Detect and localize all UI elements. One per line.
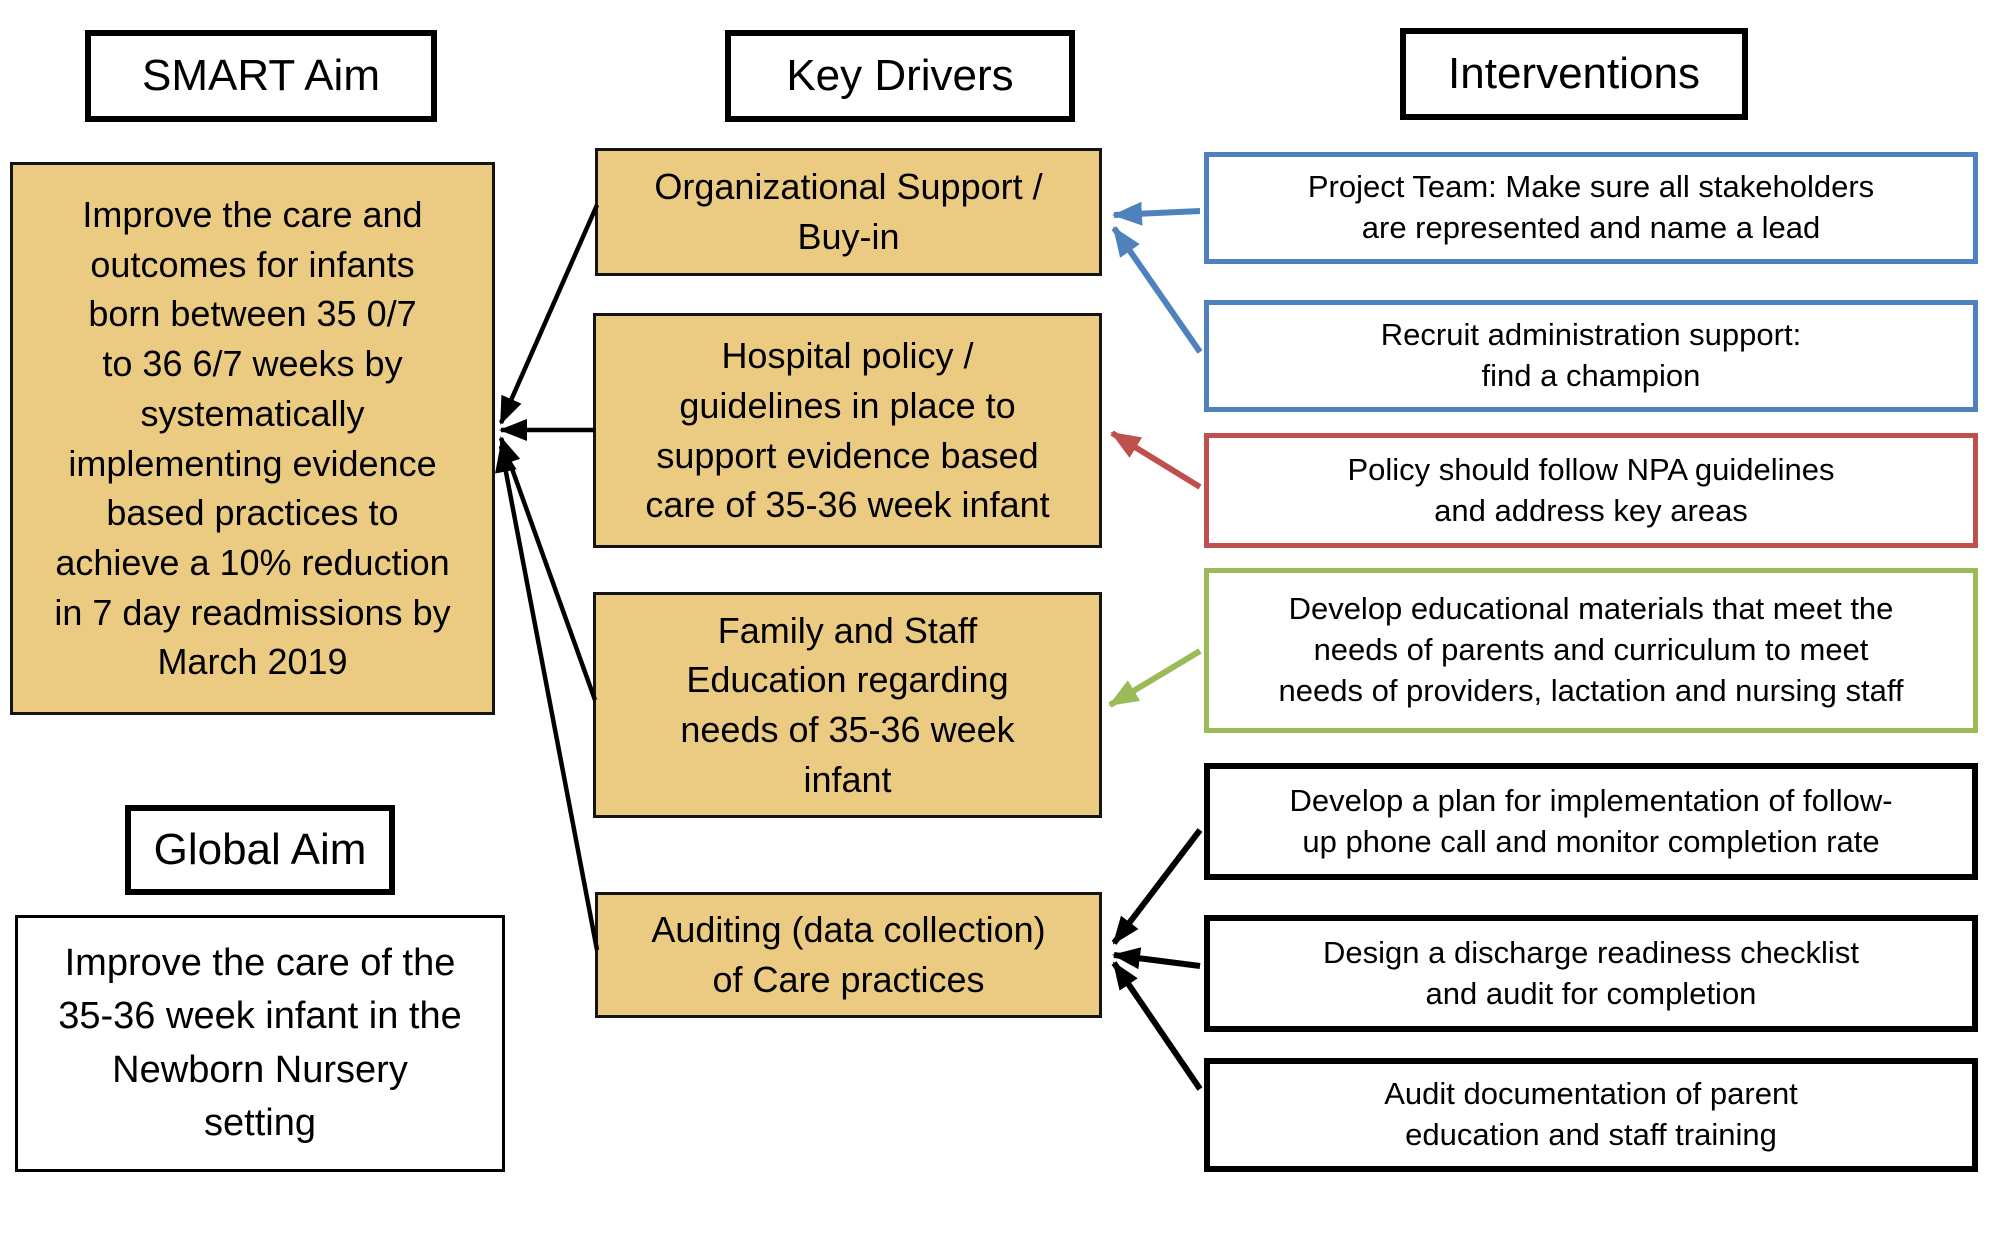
arrow-recruit-admin-to-driver1 [1111, 226, 1203, 354]
arrow-policy-npa-to-driver2 [1110, 430, 1202, 490]
arrow-educational-materials-to-driver3 [1108, 648, 1202, 708]
global-aim-header: Global Aim [125, 805, 395, 895]
intervention-policy-npa: Policy should follow NPA guidelines and … [1204, 433, 1978, 548]
driver-auditing: Auditing (data collection) of Care pract… [595, 892, 1102, 1018]
interventions-header: Interventions [1400, 28, 1748, 120]
arrow-discharge-checklist-to-driver4 [1112, 947, 1201, 970]
arrow-driver3-to-aim [498, 436, 598, 701]
arrow-audit-documentation-to-driver4 [1111, 961, 1203, 1091]
intervention-educational-materials: Develop educational materials that meet … [1204, 568, 1978, 733]
arrow-driver4-to-aim [495, 444, 600, 951]
key-drivers-header: Key Drivers [725, 30, 1075, 122]
driver-organizational-support: Organizational Support / Buy-in [595, 148, 1102, 276]
intervention-discharge-checklist: Design a discharge readiness checklist a… [1204, 915, 1978, 1032]
intervention-recruit-administration: Recruit administration support: find a c… [1204, 300, 1978, 412]
smart-aim-box: Improve the care and outcomes for infant… [10, 162, 495, 715]
arrow-follow-up-plan-to-driver4 [1111, 828, 1203, 945]
smart-aim-header: SMART Aim [85, 30, 437, 122]
global-aim-box: Improve the care of the 35-36 week infan… [15, 915, 505, 1172]
driver-hospital-policy: Hospital policy / guidelines in place to… [593, 313, 1102, 548]
driver-family-staff-education: Family and Staff Education regarding nee… [593, 592, 1102, 818]
intervention-follow-up-plan: Develop a plan for implementation of fol… [1204, 763, 1978, 880]
arrow-driver1-to-aim [498, 204, 600, 425]
arrow-project-team-to-driver1 [1112, 201, 1201, 226]
intervention-audit-documentation: Audit documentation of parent education … [1204, 1058, 1978, 1172]
intervention-project-team: Project Team: Make sure all stakeholders… [1204, 152, 1978, 264]
